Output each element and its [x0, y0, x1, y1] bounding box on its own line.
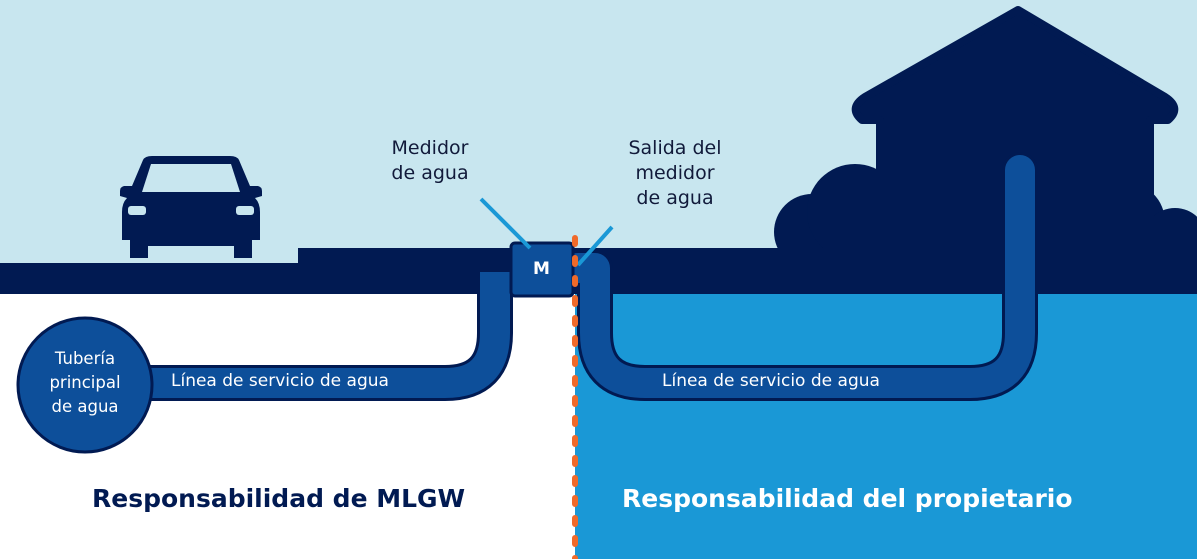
service-line-label-owner: Línea de servicio de agua [662, 371, 880, 391]
service-line-owner-fill [563, 155, 1035, 398]
utility-responsibility-heading: Responsabilidad de MLGW [92, 484, 466, 513]
owner-zone [575, 293, 1197, 559]
water-main-label: Tubería principal de agua [49, 349, 121, 416]
meter-outlet-label: Salida del medidor de agua [628, 137, 722, 209]
water-meter-icon [509, 241, 575, 298]
meter-callout-line [479, 197, 532, 250]
sidewalk [298, 248, 1197, 268]
service-line-utility-fill [145, 272, 510, 398]
water-main-icon [16, 316, 154, 454]
owner-responsibility-heading: Responsabilidad del propietario [622, 484, 1073, 513]
outlet-callout-line [576, 225, 614, 267]
service-line-label-utility: Línea de servicio de agua [171, 371, 389, 391]
meter-symbol: M [533, 259, 550, 279]
meter-label: Medidor de agua [391, 137, 469, 184]
car-icon [120, 156, 262, 258]
